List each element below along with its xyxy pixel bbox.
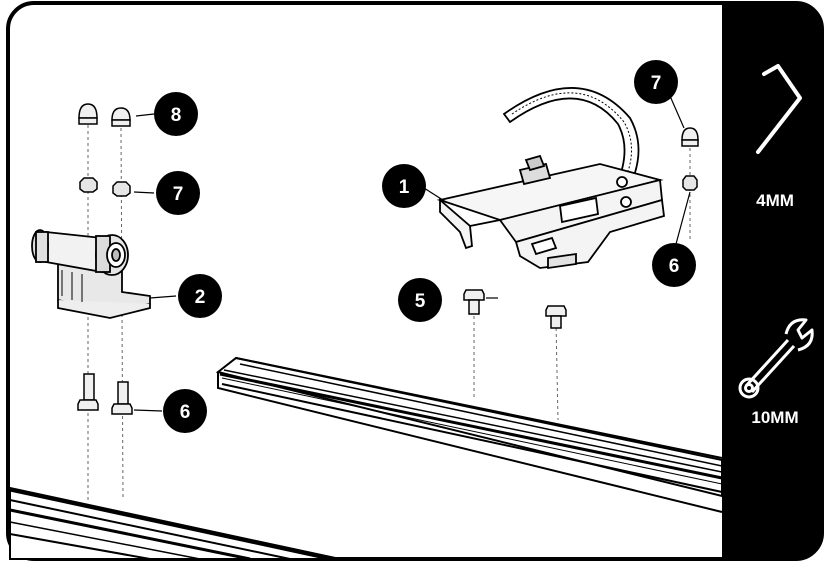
dome-caps-left xyxy=(78,103,131,127)
callout-6-right-number: 6 xyxy=(669,256,680,277)
tool-sidebar xyxy=(722,3,822,559)
wrench-icon xyxy=(738,318,814,399)
callout-6-right: 6 xyxy=(652,243,696,287)
callout-1: 1 xyxy=(382,164,426,208)
callout-5-number: 5 xyxy=(415,291,426,312)
bolts-left xyxy=(77,373,133,415)
allen-key-size-label: 4MM xyxy=(756,191,794,210)
wrench-size-label: 10MM xyxy=(751,408,799,427)
hex-nuts-left xyxy=(79,177,131,197)
callout-7-left-number: 7 xyxy=(173,184,184,205)
callout-6-left: 6 xyxy=(163,389,207,433)
hex-nut-right xyxy=(682,175,698,191)
crossbar-rail xyxy=(215,356,723,513)
lower-rail xyxy=(9,486,341,561)
callout-8: 8 xyxy=(154,92,198,136)
bolts-right xyxy=(463,289,567,329)
callout-8-number: 8 xyxy=(171,105,182,126)
dome-cap-right xyxy=(681,127,699,147)
callout-7-right: 7 xyxy=(634,60,678,104)
clamp-body xyxy=(436,154,665,270)
callout-7-left: 7 xyxy=(156,171,200,215)
callout-6-left-number: 6 xyxy=(180,402,191,423)
fork-mount-part xyxy=(31,229,151,319)
leader-lines xyxy=(133,95,691,412)
callout-1-number: 1 xyxy=(399,177,410,198)
callout-5: 5 xyxy=(398,278,442,322)
callout-2: 2 xyxy=(178,274,222,318)
allen-key-icon xyxy=(756,64,802,154)
callout-2-number: 2 xyxy=(195,287,206,308)
callout-7-right-number: 7 xyxy=(651,73,662,94)
